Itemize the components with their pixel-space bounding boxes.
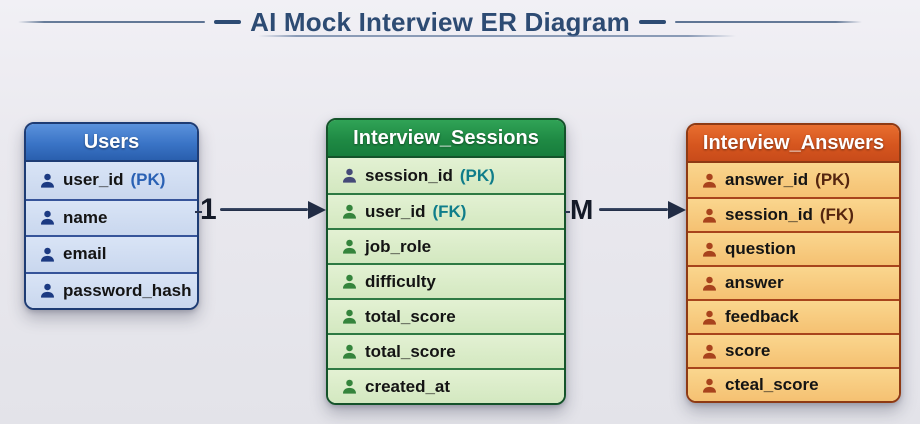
person-icon	[341, 167, 358, 184]
column-name: password_hash	[63, 280, 192, 300]
cardinality-label-many: M	[570, 194, 594, 225]
table-row: password_hash	[26, 271, 197, 308]
title-rule-left	[18, 21, 206, 23]
column-name: difficulty	[365, 271, 436, 291]
table-row: user_id (PK)	[26, 162, 197, 199]
table-row: user_id (FK)	[328, 193, 564, 228]
table-row: answer	[688, 265, 899, 299]
table-row: question	[688, 231, 899, 265]
diagram-title-bar: AI Mock Interview ER Diagram	[18, 6, 863, 38]
column-name: question	[725, 239, 796, 258]
table-row: total_score	[328, 333, 564, 368]
key-annotation: (FK)	[432, 201, 467, 221]
person-icon	[701, 343, 718, 360]
table-row: name	[26, 198, 197, 235]
key-annotation: (PK)	[459, 165, 495, 185]
column-name: created_at	[365, 376, 451, 396]
column-name: answer_id	[725, 170, 809, 189]
column-name: total_score	[365, 341, 456, 361]
person-icon	[701, 241, 718, 258]
title-dash-left	[214, 20, 242, 24]
table-row: created_at	[328, 368, 564, 403]
column-name: name	[63, 207, 108, 227]
table-row: total_score	[328, 298, 564, 333]
person-icon	[701, 275, 718, 292]
person-icon	[341, 238, 358, 255]
table-row: answer_id (PK)	[688, 163, 899, 197]
entity-table-interview-sessions: Interview_Sessions session_id (PK) user_…	[326, 118, 566, 405]
title-dash-right	[638, 20, 666, 24]
column-name: feedback	[725, 307, 799, 326]
key-annotation: (PK)	[130, 170, 166, 190]
table-row: session_id (FK)	[688, 197, 899, 231]
relationship-tick	[195, 211, 202, 213]
column-name: session_id	[725, 205, 813, 224]
relationship-line	[599, 208, 668, 211]
table-row: job_role	[328, 228, 564, 263]
column-name: job_role	[365, 236, 432, 256]
title-underline	[258, 35, 736, 37]
users-table-header: Users	[26, 124, 197, 162]
table-row: cteal_score	[688, 367, 899, 401]
person-icon	[39, 209, 56, 226]
answers-table-header: Interview_Answers	[688, 125, 899, 163]
table-row: feedback	[688, 299, 899, 333]
table-row: score	[688, 333, 899, 367]
column-name: total_score	[365, 306, 456, 326]
table-row: difficulty	[328, 263, 564, 298]
person-icon	[341, 203, 358, 220]
arrow-head-icon	[308, 201, 326, 219]
column-name: score	[725, 341, 771, 360]
column-name: session_id	[365, 165, 453, 185]
person-icon	[701, 172, 718, 189]
title-rule-right	[674, 21, 863, 23]
key-annotation: (FK)	[819, 205, 854, 224]
entity-table-users: Users user_id (PK) name email password_h…	[24, 122, 199, 310]
column-name: email	[63, 244, 107, 264]
person-icon	[341, 378, 358, 395]
diagram-title: AI Mock Interview ER Diagram	[250, 6, 630, 37]
person-icon	[39, 282, 56, 299]
person-icon	[341, 343, 358, 360]
table-row: session_id (PK)	[328, 158, 564, 193]
sessions-table-header: Interview_Sessions	[328, 120, 564, 158]
person-icon	[341, 273, 358, 290]
relationship-line	[220, 208, 308, 211]
column-name: user_id	[63, 170, 124, 190]
column-name: answer	[725, 273, 784, 292]
person-icon	[701, 377, 718, 394]
entity-table-interview-answers: Interview_Answers answer_id (PK) session…	[686, 123, 901, 403]
relationship-tick	[565, 211, 570, 213]
column-name: cteal_score	[725, 375, 819, 394]
person-icon	[39, 246, 56, 263]
person-icon	[341, 308, 358, 325]
cardinality-label-one: 1	[200, 193, 217, 226]
person-icon	[701, 207, 718, 224]
person-icon	[701, 309, 718, 326]
key-annotation: (PK)	[815, 170, 851, 189]
column-name: user_id	[365, 201, 426, 221]
arrow-head-icon	[668, 201, 686, 219]
person-icon	[39, 172, 56, 189]
table-row: email	[26, 235, 197, 272]
